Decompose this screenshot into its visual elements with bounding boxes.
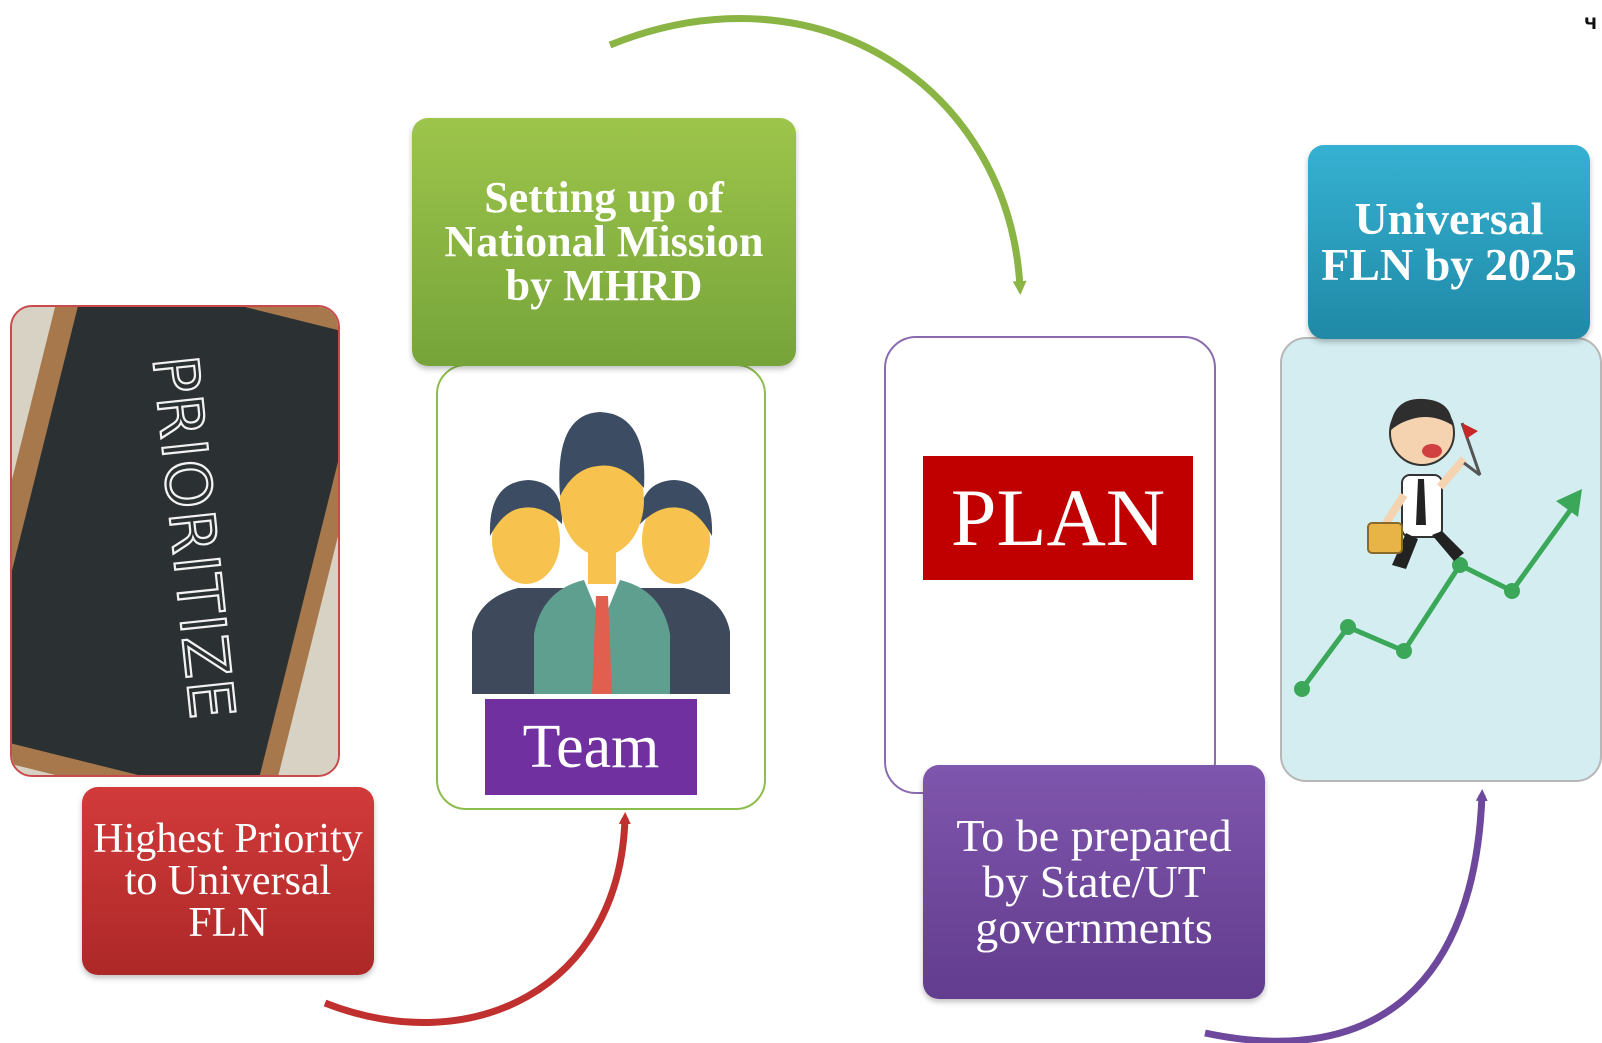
running-man-icon [1367,398,1482,569]
growth-line [1299,503,1577,691]
prioritize-label: Highest Priority to Universal FLN [82,787,374,975]
plan-badge: PLAN [923,456,1193,580]
plan-badge-text: PLAN [950,472,1166,563]
arrow-team-to-plan [608,15,1027,295]
team-badge-text: Team [522,712,660,781]
prioritize-chalkboard-image: PRIORITIZE [10,305,340,777]
growth-illustration [1280,337,1602,782]
corner-mark: Ч [1584,14,1597,33]
universal-header-text: Universal FLN by 2025 [1321,193,1577,290]
team-header: Setting up of National Mission by MHRD [412,118,796,366]
team-header-text: Setting up of National Mission by MHRD [444,173,764,310]
universal-header: Universal FLN by 2025 [1308,145,1590,339]
team-badge: Team [485,699,697,795]
plan-label-text: To be prepared by State/UT governments [956,810,1232,953]
plan-label: To be prepared by State/UT governments [923,765,1265,999]
team-people-icon [472,412,730,694]
arrow-plan-to-universal [1204,789,1488,1043]
arrow-prioritize-to-team [323,812,631,1026]
growth-markers [1294,557,1520,697]
prioritize-label-text: Highest Priority to Universal FLN [93,816,363,946]
